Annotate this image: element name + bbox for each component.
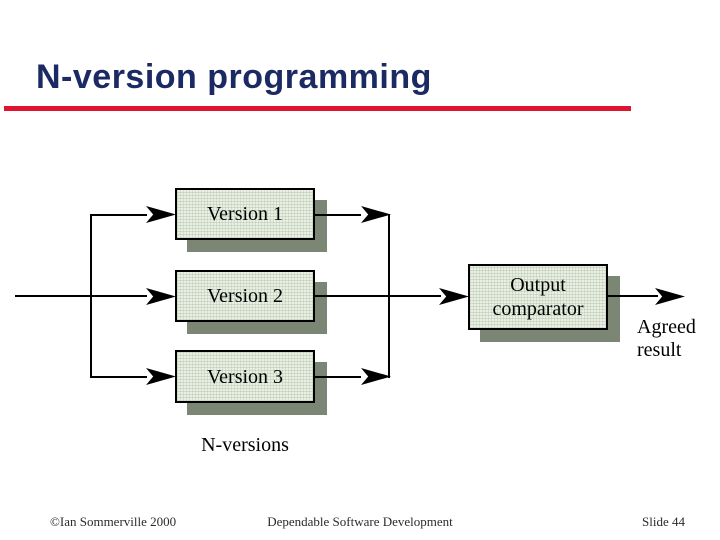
arrowhead-version3-merge-icon <box>361 368 391 385</box>
footer-slide-number: Slide 44 <box>642 514 685 529</box>
arrowhead-into-comparator-icon <box>439 288 469 305</box>
box-version-1: Version 1 <box>175 188 315 240</box>
box-version-3: Version 3 <box>175 350 315 403</box>
connector-input-branch-top <box>90 214 147 216</box>
connector-input-branch-bottom <box>90 376 147 378</box>
connector-input-branch-vertical <box>90 214 92 378</box>
connector-version3-out <box>313 376 361 378</box>
arrowhead-into-version1-icon <box>146 206 176 223</box>
slide-footer: ©Ian Sommerville 2000 Dependable Softwar… <box>0 512 720 534</box>
connector-comparator-out <box>606 295 658 297</box>
box-output-comparator: Output comparator <box>468 264 608 330</box>
slide-title: N-version programming <box>36 58 432 96</box>
box-version-3-label: Version 3 <box>206 365 284 388</box>
arrowhead-agreed-result-icon <box>655 288 685 305</box>
box-version-2-label: Version 2 <box>206 285 284 307</box>
arrowhead-into-version3-icon <box>146 368 176 385</box>
connector-input-main <box>15 295 147 297</box>
box-output-comparator-label: Output comparator <box>492 274 584 320</box>
arrowhead-version1-merge-icon <box>361 206 391 223</box>
connector-version2-to-comparator <box>313 295 441 297</box>
arrowhead-into-version2-icon <box>146 288 176 305</box>
label-agreed-result: Agreed result <box>637 316 696 361</box>
label-n-versions: N-versions <box>201 434 289 456</box>
footer-copyright: ©Ian Sommerville 2000 <box>50 514 177 529</box>
box-version-2: Version 2 <box>175 270 315 322</box>
box-version-1-label: Version 1 <box>206 203 284 225</box>
title-underline-rule <box>4 106 631 111</box>
connector-version1-out <box>313 214 361 216</box>
footer-course-title: Dependable Software Development <box>267 514 453 529</box>
